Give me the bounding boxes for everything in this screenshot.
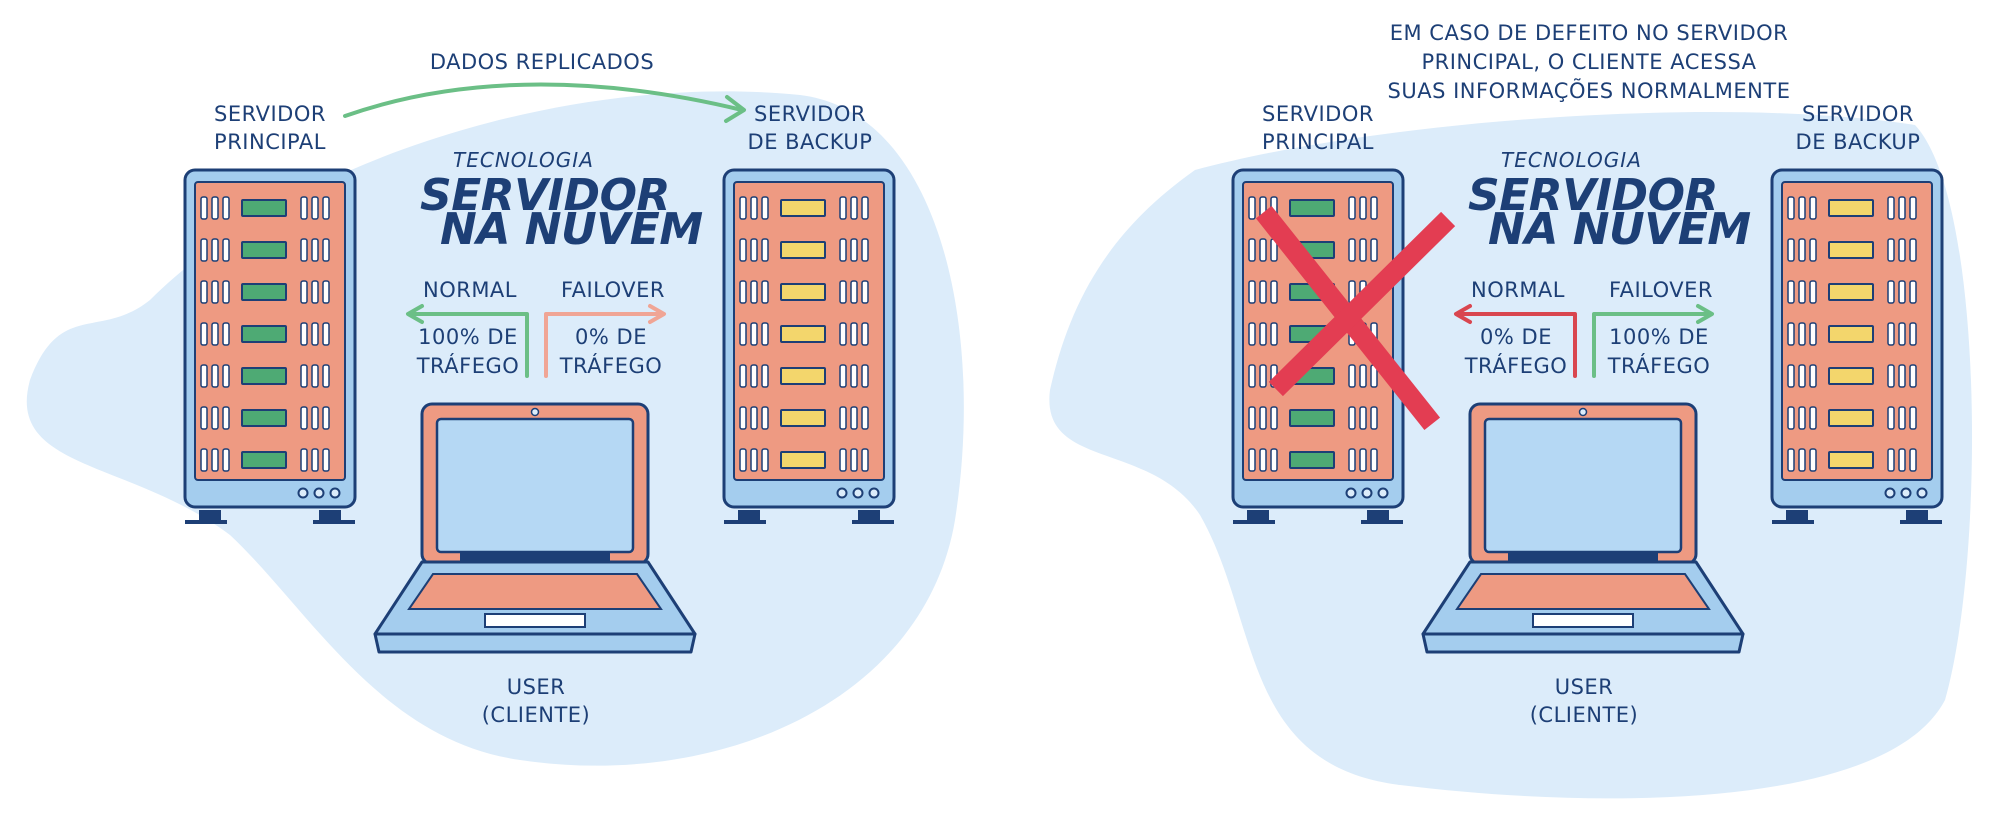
normal-traffic-value: 100% DE xyxy=(418,325,518,349)
failure-caption-line: EM CASO DE DEFEITO NO SERVIDOR xyxy=(1390,21,1789,45)
user-label: USER xyxy=(507,675,566,699)
primary-server-label: SERVIDOR xyxy=(214,102,326,126)
failover-traffic-value: 0% DE xyxy=(575,325,647,349)
user-label: USER xyxy=(1555,675,1614,699)
primary-server-label: PRINCIPAL xyxy=(1262,130,1374,154)
server-led xyxy=(1828,241,1874,259)
server-led xyxy=(1828,367,1874,385)
panel-normal-state: DADOS REPLICADOS SERVIDOR PRINCIPAL SERVIDO… xyxy=(183,50,896,727)
server-led xyxy=(1828,451,1874,469)
server-led xyxy=(780,283,826,301)
backup-server xyxy=(722,168,896,524)
server-led xyxy=(1828,325,1874,343)
server-led xyxy=(780,367,826,385)
backup-server xyxy=(1770,168,1944,524)
failover-traffic-value: TRÁFEGO xyxy=(559,353,663,378)
failover-traffic-value: 100% DE xyxy=(1609,325,1709,349)
server-led xyxy=(241,451,287,469)
primary-server-label: PRINCIPAL xyxy=(214,130,326,154)
replication-label: DADOS REPLICADOS xyxy=(430,50,654,74)
server-led xyxy=(1289,409,1335,427)
primary-server xyxy=(183,168,357,524)
backup-server-label: DE BACKUP xyxy=(748,130,873,154)
user-label: (CLIENTE) xyxy=(1530,703,1639,727)
server-led xyxy=(780,409,826,427)
replication-arrow xyxy=(343,82,744,118)
normal-traffic-value: 0% DE xyxy=(1480,325,1552,349)
normal-route-arrow xyxy=(408,312,529,378)
server-led xyxy=(1828,199,1874,217)
failover-route-label: FAILOVER xyxy=(1609,278,1713,302)
normal-traffic-value: TRÁFEGO xyxy=(1464,353,1568,378)
failover-route-arrow xyxy=(544,312,664,378)
failure-caption-line: SUAS INFORMAÇÕES NORMALMENTE xyxy=(1388,77,1791,103)
title-line: SERVIDOR xyxy=(420,170,670,221)
server-led xyxy=(241,241,287,259)
server-led xyxy=(241,199,287,217)
server-led xyxy=(780,199,826,217)
server-led xyxy=(1828,283,1874,301)
normal-route-label: NORMAL xyxy=(1471,278,1565,302)
normal-traffic-value: TRÁFEGO xyxy=(416,353,520,378)
technology-label: TECNOLOGIA xyxy=(453,148,594,172)
server-led xyxy=(241,409,287,427)
failover-route-arrow xyxy=(1592,312,1712,378)
panel-failover-state: EM CASO DE DEFEITO NO SERVIDOR PRINCIPAL,… xyxy=(1231,21,1944,727)
server-led xyxy=(780,451,826,469)
server-led xyxy=(780,241,826,259)
server-led xyxy=(1289,451,1335,469)
failover-route-label: FAILOVER xyxy=(561,278,665,302)
user-label: (CLIENTE) xyxy=(482,703,591,727)
backup-server-label: DE BACKUP xyxy=(1796,130,1921,154)
primary-server-label: SERVIDOR xyxy=(1262,102,1374,126)
title-line: NA NUVEM xyxy=(1488,204,1751,255)
failure-caption-line: PRINCIPAL, O CLIENTE ACESSA xyxy=(1421,50,1756,74)
failover-traffic-value: TRÁFEGO xyxy=(1607,353,1711,378)
server-led xyxy=(241,325,287,343)
laptop-icon xyxy=(1421,402,1745,654)
laptop-icon xyxy=(373,402,697,654)
server-led xyxy=(780,325,826,343)
title-line: SERVIDOR xyxy=(1468,170,1718,221)
technology-label: TECNOLOGIA xyxy=(1501,148,1642,172)
failure-cross-icon xyxy=(1255,205,1456,431)
normal-route-label: NORMAL xyxy=(423,278,517,302)
normal-route-arrow xyxy=(1456,312,1577,378)
replication-arrowhead xyxy=(724,95,746,123)
backup-server-label: SERVIDOR xyxy=(1802,102,1914,126)
server-led xyxy=(1828,409,1874,427)
server-led xyxy=(241,283,287,301)
title-line: NA NUVEM xyxy=(440,204,703,255)
server-led xyxy=(241,367,287,385)
server-led xyxy=(1289,199,1335,217)
backup-server-label: SERVIDOR xyxy=(754,102,866,126)
